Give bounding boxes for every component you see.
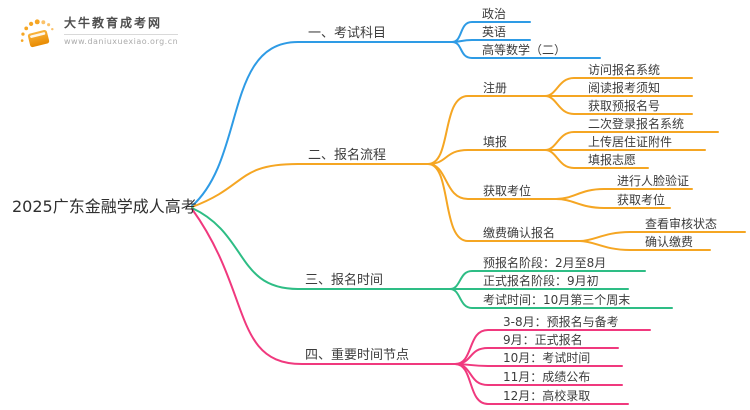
- node-oct-exam: 10月：考试时间: [503, 351, 591, 365]
- connector: [427, 163, 581, 242]
- branch-key-dates: 四、重要时间节点: [305, 348, 410, 363]
- connector: [454, 363, 629, 405]
- node-fill-in: 填报: [483, 135, 508, 149]
- connector: [451, 41, 601, 59]
- connector: [544, 149, 649, 169]
- node-exam-time: 考试时间：10月第三个周末: [483, 293, 631, 307]
- logo-url: www.daniuxuexiao.org.cn: [64, 37, 179, 46]
- connector: [191, 207, 451, 290]
- node-nov-results: 11月：成绩公布: [503, 370, 591, 384]
- logo-book-icon: [20, 19, 54, 48]
- branch-registration-process: 二、报名流程: [308, 148, 387, 163]
- node-upload-residence-permit: 上传居住证附件: [588, 135, 673, 149]
- node-get-seat: 获取考位: [483, 184, 532, 198]
- central-topic: 2025广东金融学成人高考: [12, 197, 197, 216]
- node-official-registration-phase: 正式报名阶段：9月初: [483, 274, 599, 288]
- node-politics: 政治: [482, 7, 507, 21]
- node-obtain-seat: 获取考位: [617, 193, 666, 207]
- node-sep-official-registration: 9月：正式报名: [503, 333, 583, 347]
- node-get-preregistration-number: 获取预报名号: [588, 99, 661, 113]
- connector: [191, 41, 453, 207]
- connector: [451, 39, 531, 43]
- node-advanced-math: 高等数学（二）: [482, 43, 567, 57]
- connector: [191, 208, 456, 365]
- node-payment-confirm: 缴费确认报名: [483, 226, 556, 240]
- node-preregistration-phase: 预报名阶段：2月至8月: [483, 256, 607, 270]
- connector: [449, 288, 673, 309]
- node-read-notice: 阅读报考须知: [588, 81, 661, 95]
- node-check-review-status: 查看审核状态: [645, 217, 718, 231]
- logo-text-block: 大牛教育成考网 www.daniuxuexiao.org.cn: [64, 14, 179, 46]
- branch-registration-time: 三、报名时间: [305, 273, 384, 288]
- connector: [579, 240, 711, 251]
- connector: [555, 198, 671, 209]
- node-dec-admission: 12月：高校录取: [503, 389, 591, 403]
- node-face-verification: 进行人脸验证: [617, 174, 690, 188]
- node-confirm-payment: 确认缴费: [645, 235, 694, 249]
- branch-exam-subjects: 一、考试科目: [308, 26, 387, 41]
- site-logo: 大牛教育成考网 www.daniuxuexiao.org.cn: [14, 8, 179, 52]
- node-mar-aug-preregistration: 3-8月：预报名与备考: [503, 315, 619, 329]
- connector: [427, 149, 546, 165]
- logo-title: 大牛教育成考网: [64, 14, 179, 35]
- connector: [427, 95, 546, 165]
- node-second-login: 二次登录报名系统: [588, 117, 685, 131]
- node-english: 英语: [482, 25, 507, 39]
- node-visit-system: 访问报名系统: [588, 63, 661, 77]
- node-fill-preferences: 填报志愿: [588, 153, 637, 167]
- node-register: 注册: [483, 81, 508, 95]
- connector: [191, 163, 429, 208]
- connector: [544, 95, 693, 115]
